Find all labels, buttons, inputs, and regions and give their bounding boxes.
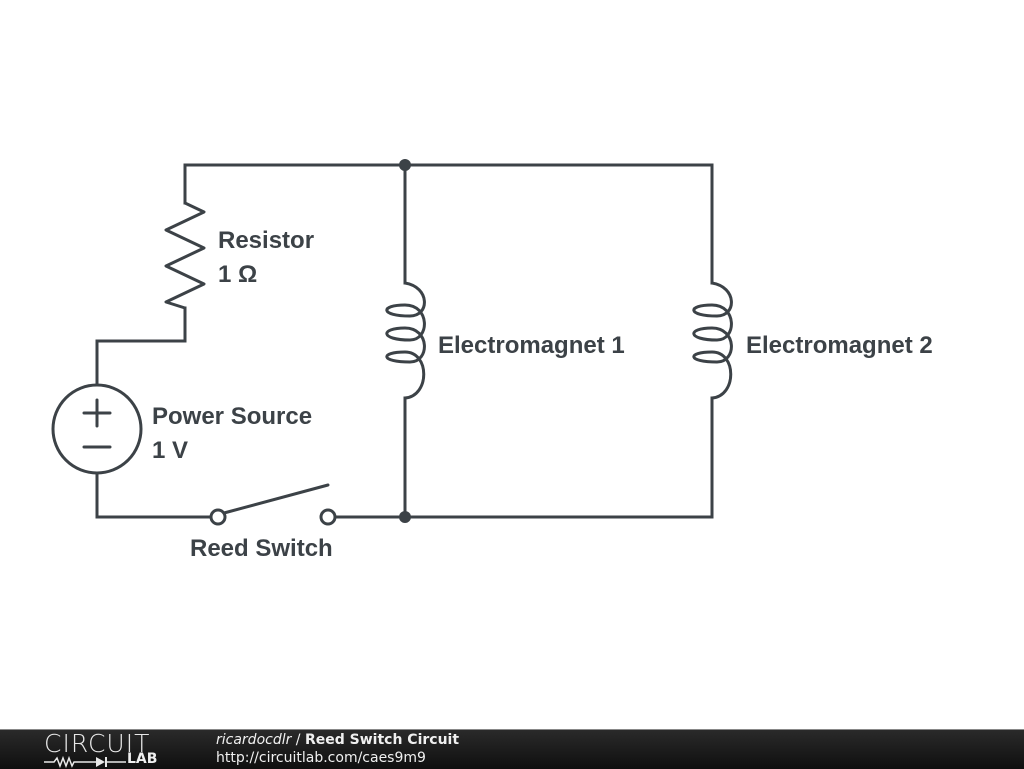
circuit-url-link[interactable]: http://circuitlab.com/caes9m9 [216, 750, 426, 766]
reed-switch-symbol [209, 483, 337, 526]
credit-separator: / [291, 732, 305, 748]
electromagnet-1-label: Electromagnet 1 [438, 332, 625, 359]
logo-text-lab: LAB [127, 751, 158, 767]
power-source-value: 1 V [152, 437, 188, 464]
wire-source-bottom [95, 471, 213, 519]
resistor-symbol [164, 201, 206, 310]
plus-sign-icon [82, 398, 112, 428]
electromagnet-1-coil [385, 281, 426, 400]
logo-resistor-diode-icon [44, 755, 126, 768]
reed-switch-label: Reed Switch [190, 535, 333, 562]
logo-text-circuit: CIRCUIT [44, 729, 151, 758]
resistor-value: 1 Ω [218, 261, 257, 288]
power-source-symbol [51, 383, 143, 475]
power-source-label: Power Source [152, 403, 312, 430]
footer-bar: CIRCUIT LAB ricardocdlr / Reed Switch Ci… [0, 729, 1024, 769]
circuit-credit: ricardocdlr / Reed Switch Circuit [216, 732, 459, 749]
electromagnet-2-coil [692, 281, 733, 400]
circuit-schematic: Resistor 1 Ω Power Source 1 V Reed Switc… [51, 159, 933, 562]
circuit-title[interactable]: Reed Switch Circuit [304, 732, 460, 748]
electromagnet-2-label: Electromagnet 2 [746, 332, 933, 359]
wire-resistor-bottom [95, 306, 187, 387]
resistor-label: Resistor [218, 227, 314, 254]
junction-node-top [399, 159, 411, 171]
author-link[interactable]: ricardocdlr [216, 732, 292, 748]
junction-node-bottom [399, 511, 411, 523]
